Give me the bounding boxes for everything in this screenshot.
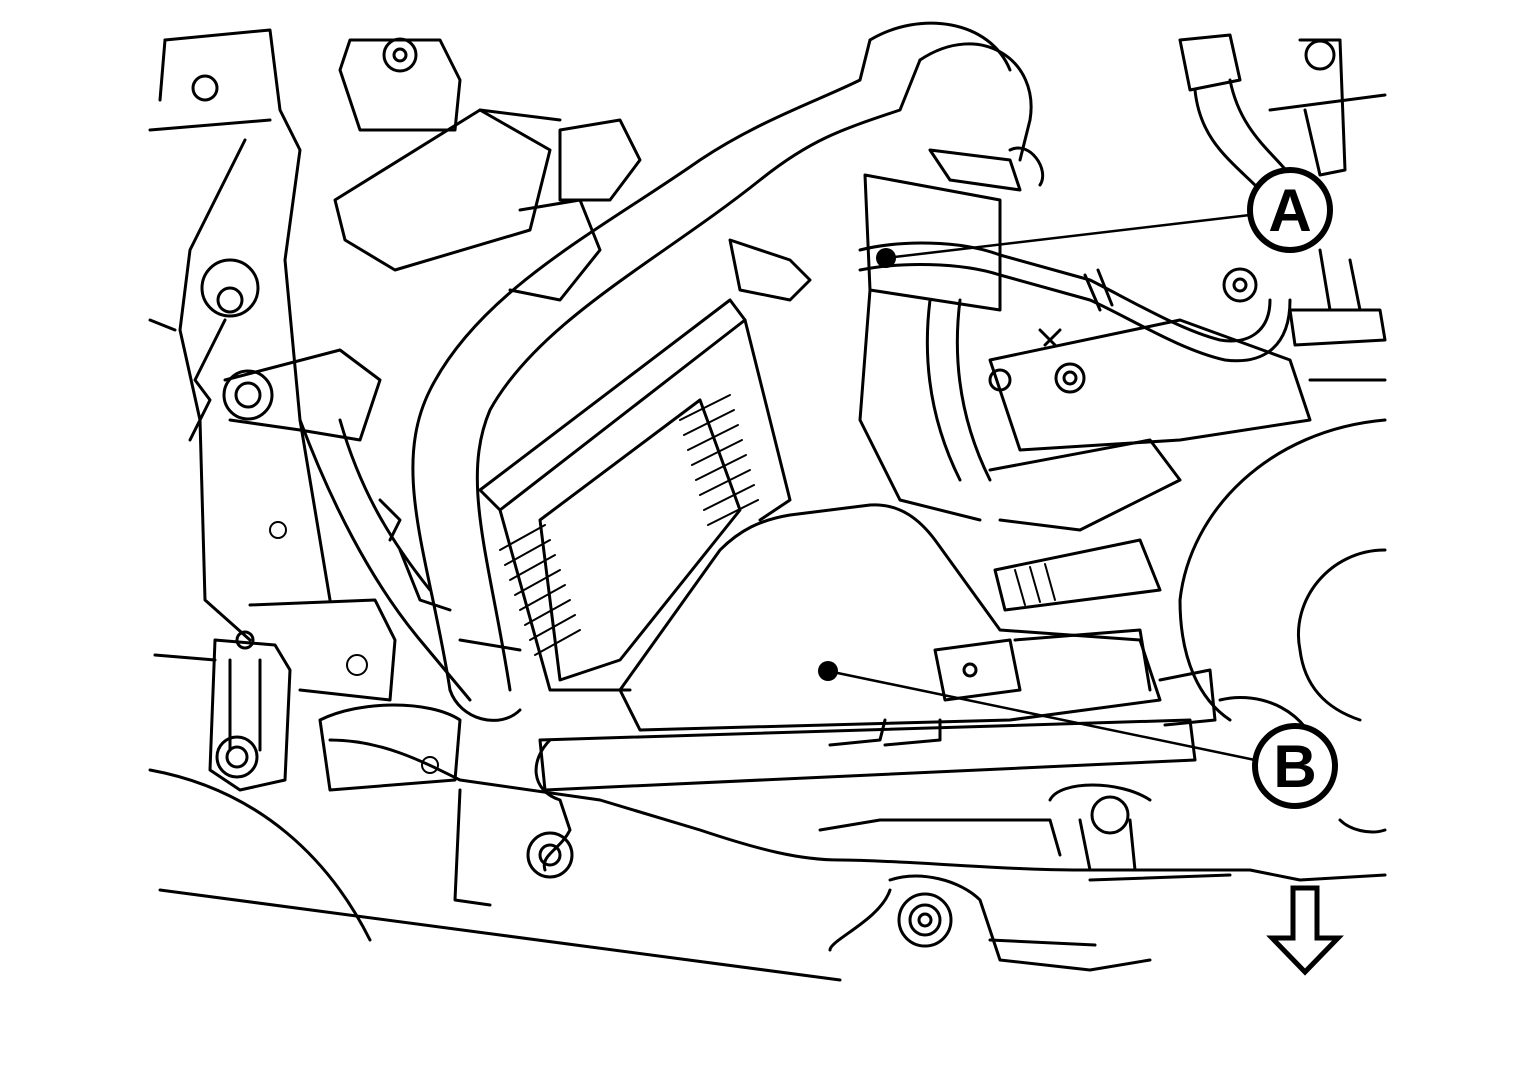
transmission-cover: [618, 503, 1217, 747]
down-arrow-icon: [1266, 885, 1344, 976]
hose-clamp-upper: [508, 118, 812, 302]
callout-a-target-dot: [876, 248, 896, 268]
radiator-core: [478, 298, 792, 692]
callout-a-label: A: [1268, 177, 1311, 244]
lower-left-mount: [153, 598, 462, 792]
right-upper-pipes: [1178, 33, 1387, 347]
right-round-housing: [1178, 378, 1387, 762]
lower-body-contours: [148, 738, 1387, 982]
callout-a-ring: [1247, 167, 1333, 253]
callout-a: A: [876, 167, 1333, 268]
main-coolant-hose: [411, 21, 1045, 722]
engine-block-center: [858, 173, 1312, 612]
lower-cross-rod: [526, 718, 1197, 879]
callout-b: B: [818, 661, 1338, 809]
callout-b-target-dot: [818, 661, 838, 681]
callout-b-label: B: [1273, 733, 1316, 800]
radiator-fins: [499, 394, 759, 656]
callout-b-leader: [827, 669, 1256, 762]
left-middle-hose: [298, 418, 472, 702]
callout-b-ring: [1252, 723, 1338, 809]
left-frame-bracket: [148, 28, 382, 642]
callout-a-leader: [885, 213, 1251, 260]
top-left-housing: [333, 37, 562, 272]
